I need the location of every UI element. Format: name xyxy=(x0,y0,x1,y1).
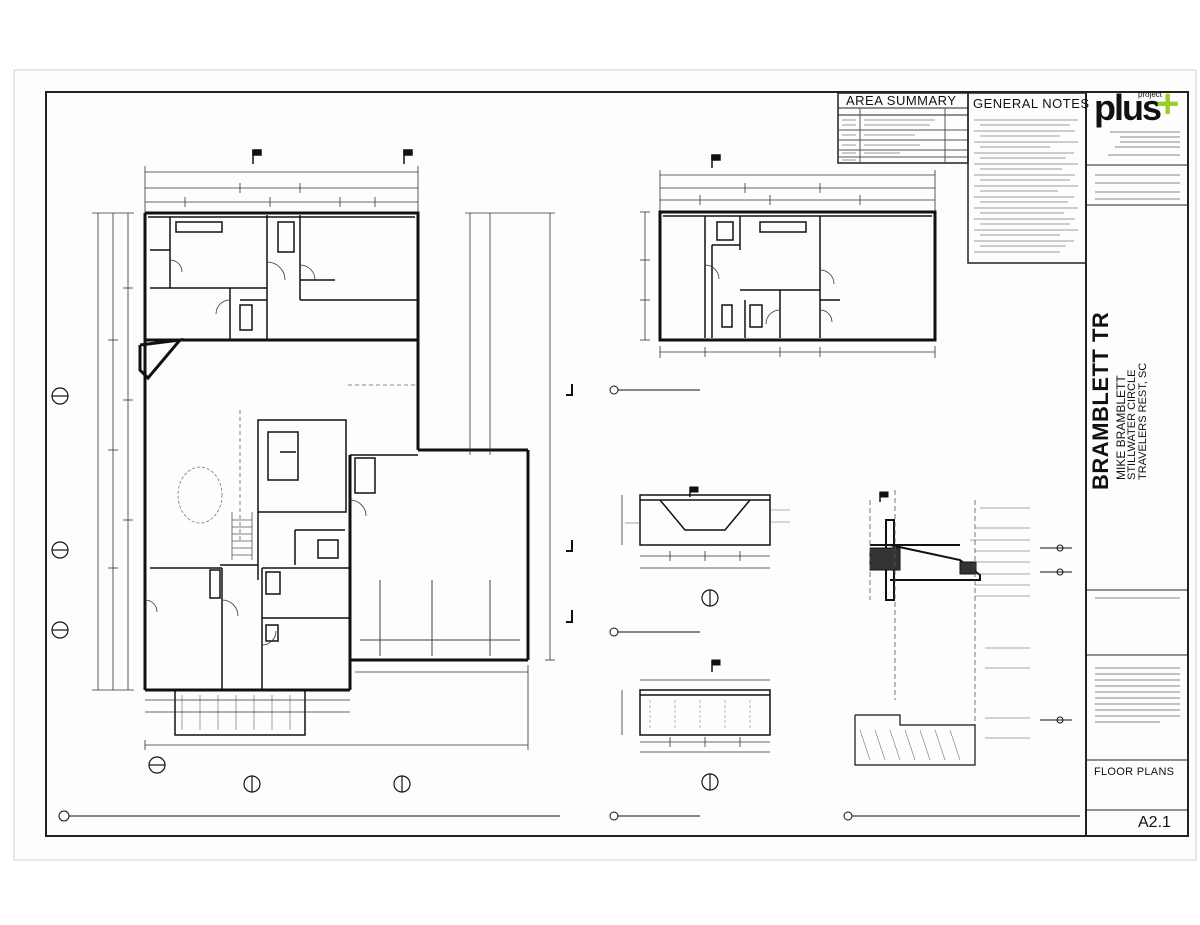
sheet-paper xyxy=(13,69,1197,861)
logo-main-text: plus xyxy=(1094,87,1162,128)
title-block xyxy=(1085,91,1189,837)
title-block-fine-print xyxy=(1095,131,1180,723)
general-notes-box xyxy=(967,92,1087,264)
general-notes-title: GENERAL NOTES xyxy=(973,96,1090,111)
view-title-lines xyxy=(58,385,1080,822)
sheet-title: FLOOR PLANS xyxy=(1094,766,1175,778)
logo-plus-mark: + xyxy=(1156,82,1180,126)
logo-small-text: project xyxy=(1138,90,1163,99)
main-floor-plan xyxy=(51,149,573,793)
project-title-block: BRAMBLETT TR MIKE BRAMBLETT STILLWATER C… xyxy=(1086,312,1149,495)
project-name: BRAMBLETT TR xyxy=(1088,311,1113,490)
porch-detail-upper xyxy=(621,486,790,607)
sheet-number: A2.1 xyxy=(1138,814,1171,831)
upper-floor-plan xyxy=(640,154,937,358)
wall-section-detail xyxy=(854,490,1072,766)
porch-detail-lower xyxy=(621,659,771,791)
area-summary-title: AREA SUMMARY xyxy=(846,93,957,108)
company-logo: project plus + xyxy=(1092,82,1184,130)
address-line-2: TRAVELERS REST, SC xyxy=(1137,362,1149,480)
